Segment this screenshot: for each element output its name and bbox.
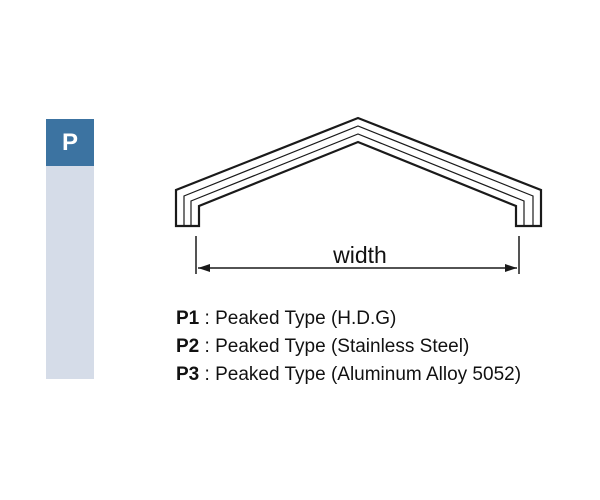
side-tab: P xyxy=(46,119,94,379)
legend-code: P3 xyxy=(176,364,200,385)
legend-description: Peaked Type (Aluminum Alloy 5052) xyxy=(215,364,522,385)
peaked-profile-inner-line-2 xyxy=(190,133,525,226)
peaked-profile-outline xyxy=(174,116,543,228)
legend-code: P1 xyxy=(176,308,200,329)
legend-item-p3: P3 : Peaked Type (Aluminum Alloy 5052) xyxy=(176,361,521,389)
legend-code: P2 xyxy=(176,336,200,357)
legend-description: Peaked Type (Stainless Steel) xyxy=(215,336,470,357)
legend-separator: : xyxy=(204,364,210,385)
legend-item-p2: P2 : Peaked Type (Stainless Steel) xyxy=(176,333,521,361)
dimension-arrow-left xyxy=(198,264,210,272)
legend-item-p1: P1 : Peaked Type (H.D.G) xyxy=(176,305,521,333)
dimension-arrow-right xyxy=(505,264,517,272)
dimension-label-width: width xyxy=(332,242,387,268)
legend-description: Peaked Type (H.D.G) xyxy=(215,308,397,329)
profile-type-legend: P1 : Peaked Type (H.D.G) P2 : Peaked Typ… xyxy=(176,305,521,389)
legend-separator: : xyxy=(204,308,210,329)
legend-separator: : xyxy=(204,336,210,357)
peaked-profile-inner-line xyxy=(183,125,534,226)
side-tab-label: P xyxy=(46,119,94,166)
